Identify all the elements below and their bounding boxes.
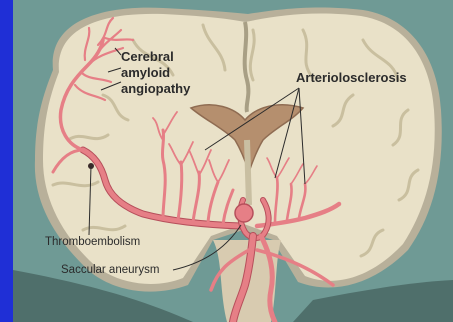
label-cerebral-line1: Cerebral [121, 50, 174, 64]
label-cerebral-line2: amyloid [121, 66, 170, 80]
label-arteriolosclerosis: Arteriolosclerosis [296, 71, 407, 85]
label-cerebral-line3: angiopathy [121, 82, 190, 96]
saccular-aneurysm [235, 204, 253, 222]
left-accent-bar [0, 0, 13, 322]
label-thromboembolism: Thromboembolism [45, 236, 140, 248]
label-saccular-aneurysm: Saccular aneurysm [61, 264, 159, 276]
septum [247, 140, 249, 205]
